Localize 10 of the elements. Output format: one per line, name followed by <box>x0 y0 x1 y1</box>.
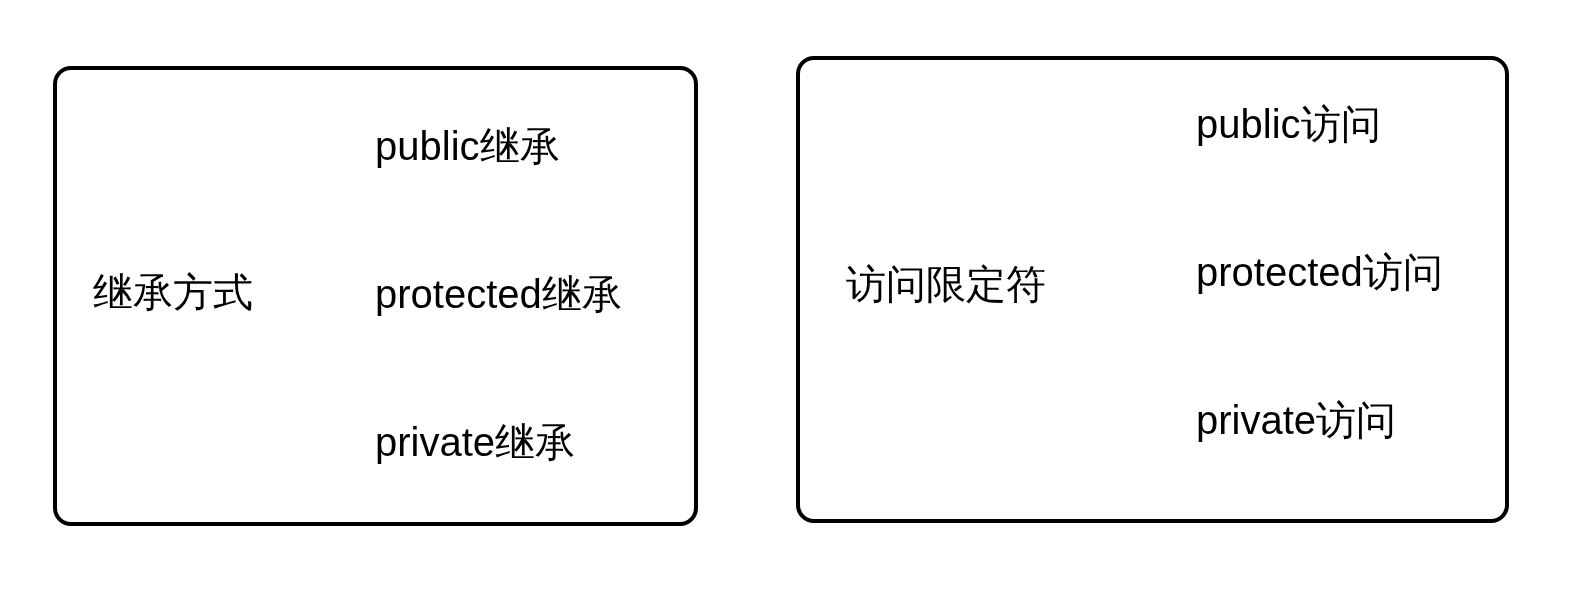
item-label: protected访问 <box>1196 249 1443 296</box>
item-label: public继承 <box>375 123 560 170</box>
rounded-box <box>796 56 1509 523</box>
rounded-box <box>53 66 698 526</box>
item-label: protected继承 <box>375 271 622 318</box>
box-heading: 继承方式 <box>93 269 253 316</box>
item-label: public访问 <box>1196 101 1381 148</box>
box-heading: 访问限定符 <box>846 261 1046 308</box>
item-label: private访问 <box>1196 397 1397 444</box>
item-label: private继承 <box>375 419 576 466</box>
